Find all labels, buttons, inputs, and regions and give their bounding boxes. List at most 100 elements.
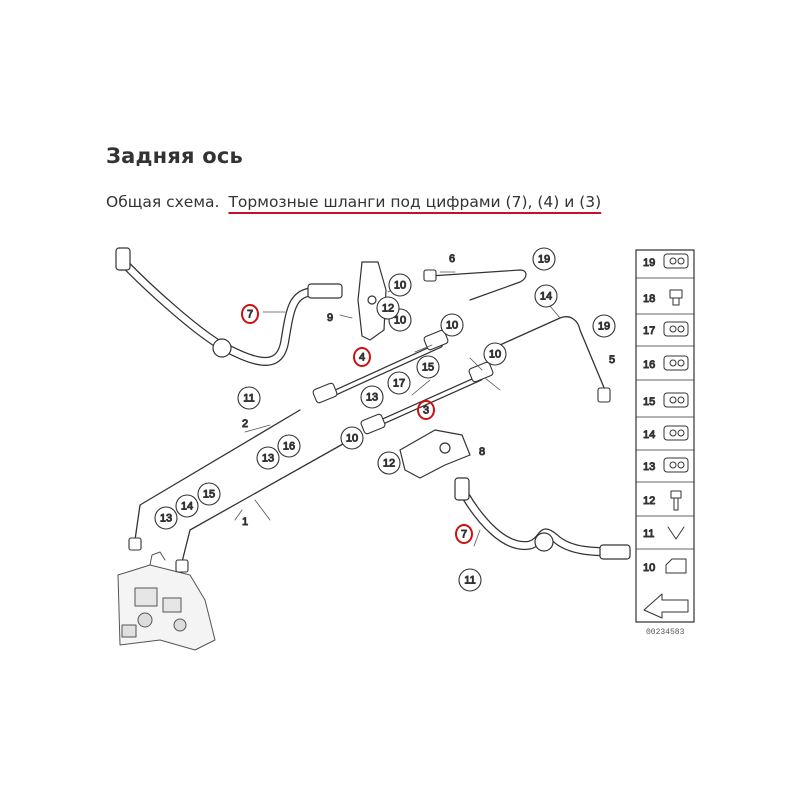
callout-13: 13 (154, 506, 178, 530)
svg-text:19: 19 (598, 321, 610, 333)
svg-text:4: 4 (359, 352, 365, 364)
callout-12: 12 (377, 451, 401, 475)
callout-19: 19 (532, 247, 556, 271)
svg-text:13: 13 (262, 453, 274, 465)
callout-17: 17 (387, 371, 411, 395)
part-11-icon (667, 526, 685, 540)
highlight-callout-7: 7 (455, 524, 473, 544)
callout-10: 10 (340, 426, 364, 450)
line-1 (175, 439, 351, 573)
pin-labels: 6 9 5 2 8 1 (241, 253, 615, 529)
svg-text:5: 5 (609, 354, 615, 366)
callout-10: 10 (388, 308, 412, 332)
svg-text:10: 10 (489, 349, 501, 361)
highlight-callout-3: 3 (417, 400, 435, 420)
part-number-14: 14 (643, 429, 655, 441)
bracket-8 (399, 429, 471, 479)
label-9: 9 (326, 312, 333, 325)
leader-lines (234, 271, 561, 547)
svg-text:13: 13 (160, 513, 172, 525)
label-5: 5 (608, 354, 615, 367)
part-number-13: 13 (643, 461, 655, 473)
part-number-11: 11 (643, 528, 654, 540)
svg-text:10: 10 (346, 433, 358, 445)
svg-text:8: 8 (479, 446, 485, 458)
hose-4 (312, 329, 449, 404)
part-15-icon (663, 392, 689, 408)
callout-15: 15 (416, 355, 440, 379)
part-number-10: 10 (643, 562, 655, 574)
part-number-19: 19 (643, 257, 655, 269)
part-14-icon (663, 425, 689, 441)
page-title: Задняя ось (106, 144, 243, 168)
abs-unit-sketch (117, 551, 216, 651)
part-number-15: 15 (643, 396, 655, 408)
svg-text:1: 1 (242, 516, 248, 528)
svg-text:10: 10 (446, 320, 458, 332)
subtitle-prefix: Общая схема. (106, 193, 220, 211)
callout-15: 15 (197, 482, 221, 506)
part-10-icon (665, 558, 687, 574)
svg-text:13: 13 (366, 392, 378, 404)
part-number-18: 18 (643, 293, 655, 305)
marked-callouts: 7 4 3 7 (241, 304, 473, 544)
callout-13: 13 (360, 385, 384, 409)
svg-text:11: 11 (243, 393, 254, 405)
callout-19: 19 (592, 314, 616, 338)
svg-text:10: 10 (394, 280, 406, 292)
callout-16: 16 (277, 434, 301, 458)
part-number-16: 16 (643, 359, 655, 371)
line-6 (423, 269, 527, 301)
svg-text:12: 12 (383, 458, 395, 470)
direction-arrow-icon (643, 593, 689, 619)
hose-7-lower (454, 477, 631, 560)
page-subtitle: Общая схема. Тормозные шланги под цифрами… (106, 193, 601, 211)
subtitle-highlight: Тормозные шланги под цифрами (7), (4) и … (228, 193, 602, 211)
svg-text:7: 7 (247, 309, 253, 321)
part-12-icon (670, 490, 682, 511)
highlight-callout-4: 4 (353, 347, 371, 367)
svg-text:12: 12 (382, 303, 394, 315)
drawing-code: 00234583 (646, 628, 685, 637)
svg-text:15: 15 (203, 489, 215, 501)
svg-text:10: 10 (394, 315, 406, 327)
callout-14: 14 (534, 284, 558, 308)
callout-12: 12 (376, 296, 400, 320)
callout-10: 10 (388, 273, 412, 297)
svg-text:14: 14 (540, 291, 552, 303)
label-1: 1 (241, 516, 248, 529)
svg-text:3: 3 (423, 405, 429, 417)
callout-11: 11 (458, 568, 482, 592)
part-number-12: 12 (643, 495, 655, 507)
svg-text:17: 17 (393, 378, 405, 390)
svg-text:15: 15 (422, 362, 434, 374)
svg-text:9: 9 (327, 312, 333, 324)
svg-text:2: 2 (242, 418, 248, 430)
bracket-9 (357, 261, 387, 341)
svg-text:16: 16 (283, 441, 295, 453)
label-6: 6 (448, 253, 455, 266)
svg-text:11: 11 (464, 575, 475, 587)
callout-13: 13 (256, 446, 280, 470)
part-19-icon (663, 253, 689, 269)
label-2: 2 (241, 418, 248, 431)
highlight-callout-7: 7 (241, 304, 259, 324)
callout-14: 14 (175, 494, 199, 518)
part-number-17: 17 (643, 325, 655, 337)
callout-10: 10 (440, 313, 464, 337)
svg-text:7: 7 (461, 529, 467, 541)
part-13-icon (663, 457, 689, 473)
svg-text:14: 14 (181, 501, 193, 513)
svg-text:19: 19 (538, 254, 550, 266)
part-17-icon (663, 321, 689, 337)
part-18-icon (669, 289, 683, 306)
part-16-icon (663, 355, 689, 371)
label-8: 8 (478, 446, 485, 459)
callout-10: 10 (483, 342, 507, 366)
parts-icons (663, 253, 689, 574)
callout-11: 11 (237, 386, 261, 410)
hose-7-upper (115, 247, 343, 366)
line-2 (128, 409, 301, 551)
